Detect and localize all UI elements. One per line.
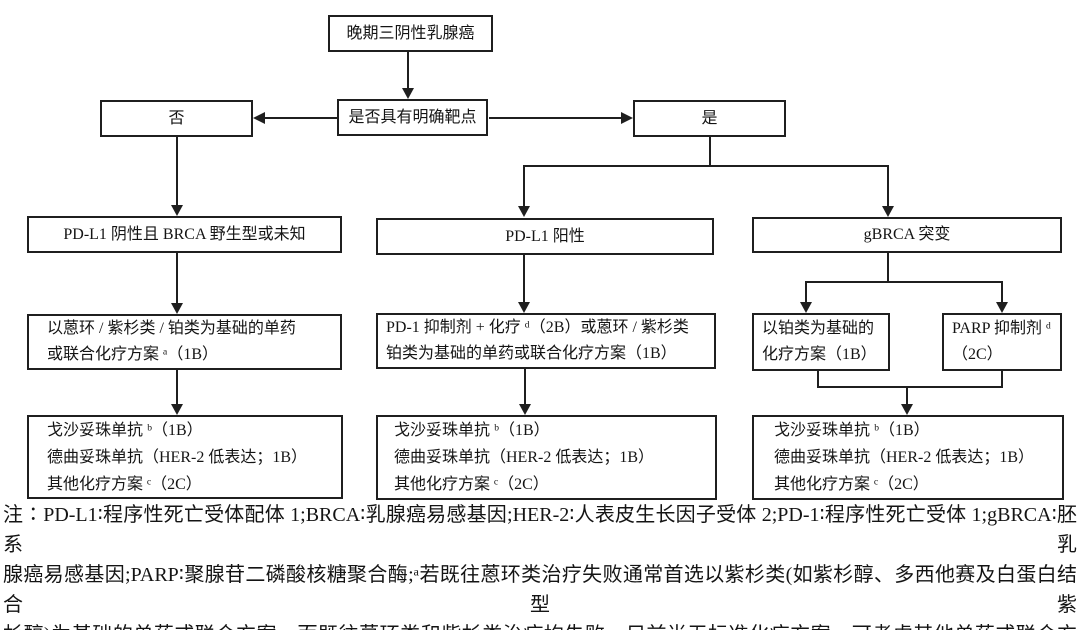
treatment-left-box: 以蒽环 / 紫杉类 / 铂类为基础的单药 或联合化疗方案 ᵃ（1B） <box>27 314 342 370</box>
condition-left-label: PD-L1 阴性且 BRCA 野生型或未知 <box>63 225 306 243</box>
parp-box: PARP 抑制剂 ᵈ （2C） <box>942 313 1062 371</box>
decision-box: 是否具有明确靶点 <box>337 99 488 136</box>
final-mid-box: 戈沙妥珠单抗 ᵇ（1B） 德曲妥珠单抗（HER-2 低表达；1B） 其他化疗方案… <box>376 415 717 500</box>
final-right-line3: 其他化疗方案 ᶜ（2C） <box>774 476 929 493</box>
yes-box: 是 <box>633 100 786 137</box>
final-left-box: 戈沙妥珠单抗 ᵇ（1B） 德曲妥珠单抗（HER-2 低表达；1B） 其他化疗方案… <box>27 415 343 499</box>
footnote-line3: 杉醇)为基础的单药或联合方案，而既往蒽环类和紫杉类治疗均失败，目前尚无标准化疗方… <box>3 620 1077 630</box>
yes-label: 是 <box>701 109 718 127</box>
root-box: 晚期三阴性乳腺癌 <box>328 15 493 52</box>
final-mid-line2: 德曲妥珠单抗（HER-2 低表达；1B） <box>394 449 655 466</box>
condition-left-box: PD-L1 阴性且 BRCA 野生型或未知 <box>27 216 342 253</box>
platinum-line1: 以铂类为基础的 <box>762 320 875 337</box>
condition-mid-box: PD-L1 阳性 <box>376 218 714 255</box>
final-right-line1: 戈沙妥珠单抗 ᵇ（1B） <box>774 422 930 439</box>
treatment-mid-line1: PD-1 抑制剂 + 化疗 ᵈ（2B）或蒽环 / 紫杉类 <box>386 319 689 336</box>
root-label: 晚期三阴性乳腺癌 <box>346 24 475 42</box>
decision-label: 是否具有明确靶点 <box>348 108 477 126</box>
final-left-line3: 其他化疗方案 ᶜ（2C） <box>47 475 202 493</box>
treatment-left-line2: 或联合化疗方案 ᵃ（1B） <box>47 346 219 363</box>
treatment-mid-box: PD-1 抑制剂 + 化疗 ᵈ（2B）或蒽环 / 紫杉类 铂类为基础的单药或联合… <box>376 313 716 369</box>
footnotes: 注∶PD-L1∶程序性死亡受体配体 1;BRCA∶乳腺癌易感基因;HER-2∶人… <box>3 500 1077 630</box>
no-box: 否 <box>100 100 253 137</box>
footnote-line2: 腺癌易感基因;PARP∶聚腺苷二磷酸核糖聚合酶;ᵃ若既往蒽环类治疗失败通常首选以… <box>3 564 1077 616</box>
final-right-line2: 德曲妥珠单抗（HER-2 低表达；1B） <box>774 449 1035 466</box>
parp-line1: PARP 抑制剂 ᵈ <box>952 320 1051 337</box>
final-left-line1: 戈沙妥珠单抗 ᵇ（1B） <box>47 421 203 439</box>
footnote-line1: 注∶PD-L1∶程序性死亡受体配体 1;BRCA∶乳腺癌易感基因;HER-2∶人… <box>3 504 1077 556</box>
final-mid-line3: 其他化疗方案 ᶜ（2C） <box>394 476 549 493</box>
platinum-box: 以铂类为基础的 化疗方案（1B） <box>752 313 890 371</box>
parp-line2: （2C） <box>952 346 1003 363</box>
arrowheads <box>171 88 1008 415</box>
final-mid-line1: 戈沙妥珠单抗 ᵇ（1B） <box>394 422 550 439</box>
condition-right-label: gBRCA 突变 <box>863 226 951 243</box>
condition-right-box: gBRCA 突变 <box>752 217 1062 253</box>
condition-mid-label: PD-L1 阳性 <box>505 227 585 245</box>
final-right-box: 戈沙妥珠单抗 ᵇ（1B） 德曲妥珠单抗（HER-2 低表达；1B） 其他化疗方案… <box>752 415 1064 500</box>
final-left-line2: 德曲妥珠单抗（HER-2 低表达；1B） <box>47 448 308 466</box>
no-label: 否 <box>168 109 185 127</box>
platinum-line2: 化疗方案（1B） <box>762 346 877 363</box>
treatment-left-line1: 以蒽环 / 紫杉类 / 铂类为基础的单药 <box>47 320 296 337</box>
treatment-mid-line2: 铂类为基础的单药或联合化疗方案（1B） <box>386 345 677 362</box>
